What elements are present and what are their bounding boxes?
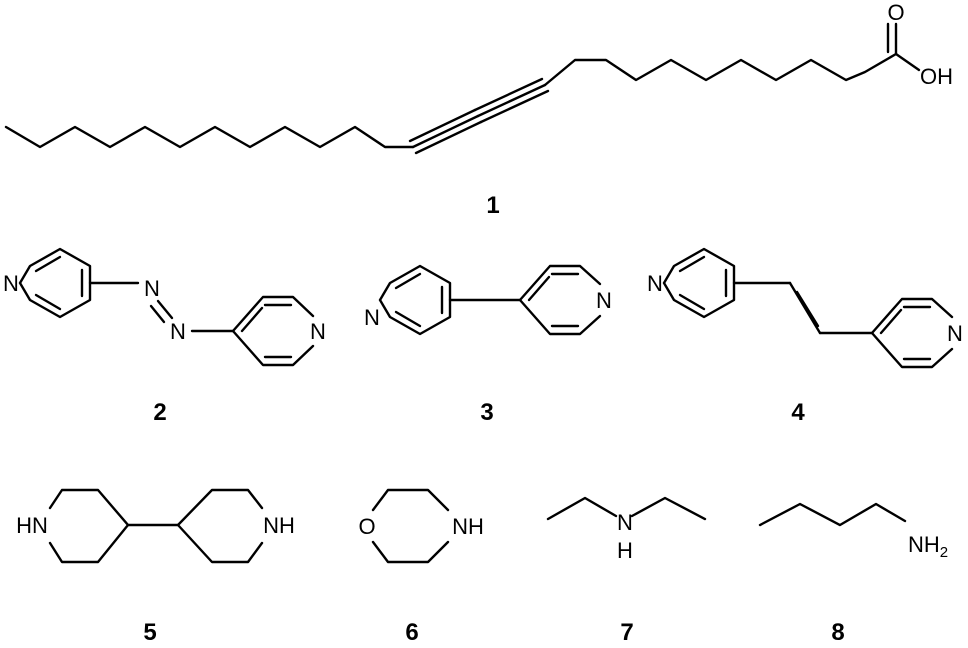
atom-nh: NH2 [908, 532, 948, 561]
atom-o: O [358, 514, 375, 539]
compound-label-1: 1 [486, 192, 499, 219]
compound-1: O OH 1 [4, 0, 953, 219]
piperidine-ring-left [48, 488, 130, 564]
compound-label-2: 2 [153, 399, 166, 426]
compound-6: O NH 6 [358, 488, 484, 646]
triple-bond-2 [473, 77, 550, 124]
atom-oh: OH [920, 64, 953, 89]
compound-label-3: 3 [480, 399, 493, 426]
compound-7: N H 7 [546, 496, 707, 646]
azo-double-bond [149, 299, 174, 324]
compound-3: N N 3 [364, 264, 612, 426]
compound-4: N N 4 [647, 247, 963, 426]
compound-8: NH2 8 [758, 502, 948, 646]
ethyl-right [630, 496, 707, 521]
compound-label-6: 6 [405, 619, 418, 643]
piperidine-ring-right [176, 488, 264, 564]
ethyl-left [546, 496, 618, 521]
c-oh-bond [894, 52, 921, 72]
compound-label-8: 8 [831, 619, 844, 643]
vinyl-linker [732, 281, 874, 335]
atom-nh: NH [452, 514, 484, 539]
pyridine-ring-right [231, 295, 315, 367]
butyl-chain [758, 502, 907, 527]
atom-n-azo-1: N [144, 276, 160, 301]
pyridine-ring-right [870, 297, 954, 369]
atom-n: N [617, 510, 633, 535]
atom-n-ring-left: N [647, 271, 663, 296]
atom-n-ring-right: N [947, 321, 963, 346]
atom-n-ring-left: N [364, 305, 380, 330]
compound-label-4: 4 [791, 399, 805, 426]
compound-label-5: 5 [143, 619, 156, 643]
alkyl-chain-right [543, 52, 898, 87]
compound-label-7: 7 [620, 619, 633, 643]
atom-n-ring-right: N [310, 319, 326, 344]
alkyl-chain-left [4, 125, 415, 149]
morpholine-ring [371, 488, 450, 564]
atom-o-carbonyl: O [887, 0, 904, 25]
atom-n-ring-left: N [3, 271, 19, 296]
atom-n-ring-right: N [596, 288, 612, 313]
pyridine-ring-left [18, 247, 92, 319]
pyridine-ring-right [518, 264, 602, 336]
atom-n-azo-2: N [170, 319, 186, 344]
compound-2: N N N N 2 [3, 247, 326, 426]
carbonyl-bond [886, 22, 898, 56]
atom-nh-right: NH [263, 513, 295, 538]
atom-h: H [617, 538, 633, 563]
pyridine-ring-left [662, 247, 736, 319]
pyridine-ring-left [378, 264, 452, 336]
triple-bond-1 [408, 108, 483, 155]
atom-hn-left: HN [16, 513, 48, 538]
compound-5: HN NH 5 [16, 488, 295, 646]
